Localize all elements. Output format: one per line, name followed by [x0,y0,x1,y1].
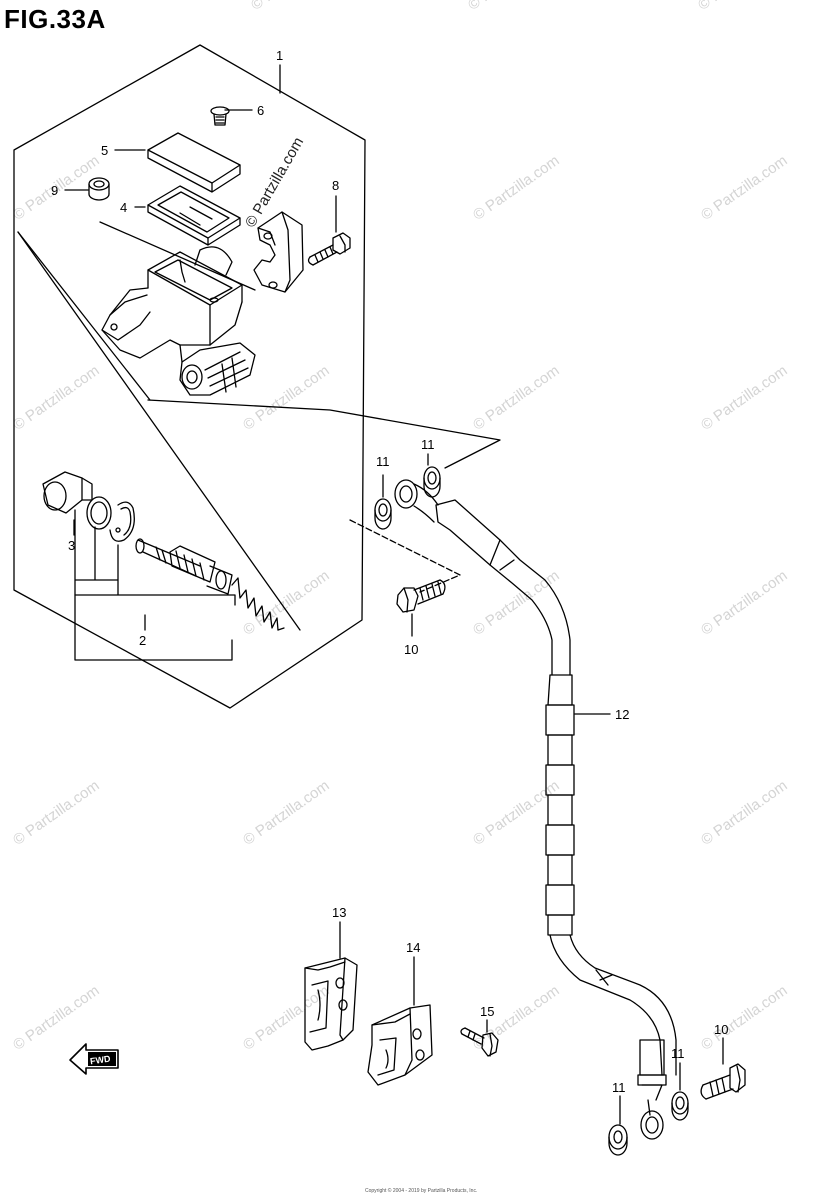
diaphragm-4-part [147,185,241,246]
callout-label: 11 [612,1080,626,1095]
piston-part [135,538,233,595]
callout-label: 13 [332,905,346,920]
banjo-bolt-10-lower-part [700,1063,746,1100]
fwd-label: FWD [89,1054,111,1067]
clamp-part [253,211,304,293]
banjo-fitting-lower-part [640,1099,664,1140]
callout-label: 10 [714,1022,728,1037]
circlip-part [109,501,135,542]
washer-11-part [671,1091,689,1121]
seal-ring-part [86,496,112,530]
callout-label: 5 [101,143,108,158]
lever-mount-part [179,342,256,396]
callout-bracket [74,594,233,661]
reservoir-cap-5-part [147,132,241,193]
screw-6-part [210,106,230,126]
callout-label: 14 [406,940,420,955]
master-cylinder-body-part [101,246,243,363]
guide-line [17,231,151,401]
callout-label: 15 [480,1004,494,1019]
callout-label: 1 [276,48,283,63]
callout-label: 4 [120,200,127,215]
washer-11-part [608,1124,628,1156]
banjo-bolt-10-upper-part [396,579,446,613]
fwd-arrow-icon [69,1043,119,1075]
callout-label: 3 [68,538,75,553]
callout-label: 6 [257,103,264,118]
callout-numbers: 1 2 3 4 5 6 8 9 10 10 11 11 11 11 12 13 … [51,48,728,1095]
figure-title: FIG.33A [4,4,106,34]
callout-label: 11 [376,454,390,469]
hose-clamp-13-part [304,957,358,1051]
banjo-fitting-upper-part [394,479,439,523]
washer-11-part [374,498,392,530]
callout-bracket [74,509,236,606]
callout-label: 11 [671,1046,685,1061]
callout-label: 2 [139,633,146,648]
brake-hose-12-part [435,499,677,1101]
hose-clamp-14-part [367,1004,433,1086]
callout-label: 8 [332,178,339,193]
guide-line [349,519,461,593]
callout-label: 11 [421,437,435,452]
callout-label: 9 [51,183,58,198]
bolt-8-part [307,232,351,266]
piston-cup-3-part [42,471,93,514]
bolt-15-part [460,1027,499,1057]
copyright-text: Copyright © 2004 - 2019 by Partzilla Pro… [365,1188,478,1194]
guide-line [17,231,301,631]
callout-label: 10 [404,642,418,657]
boot-9-part [88,177,110,201]
assembly-outline [13,44,366,709]
callout-label: 12 [615,707,629,722]
guide-line [147,399,501,469]
spring-part [231,577,285,631]
